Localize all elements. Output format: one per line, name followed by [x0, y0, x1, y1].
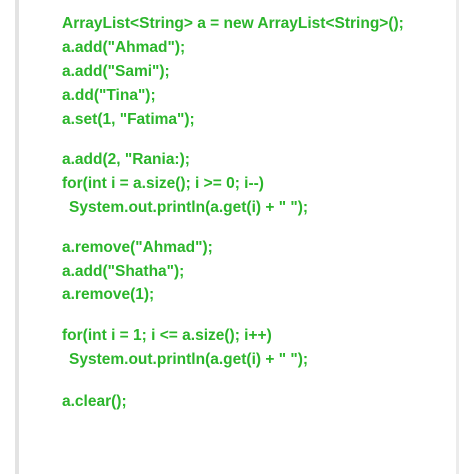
- code-line: a.clear();: [62, 393, 127, 410]
- right-margin-rule: [456, 0, 459, 474]
- code-line: a.add("Sami");: [62, 63, 170, 80]
- code-line: for(int i = a.size(); i >= 0; i--): [62, 175, 264, 192]
- code-line: a.dd("Tina");: [62, 87, 156, 104]
- code-line: a.remove(1);: [62, 286, 155, 303]
- code-line: System.out.println(a.get(i) + " ");: [69, 199, 309, 216]
- code-line: ArrayList<String> a = new ArrayList<Stri…: [62, 15, 404, 32]
- code-line: a.add("Shatha");: [62, 263, 185, 280]
- code-line: a.set(1, "Fatima");: [62, 111, 195, 128]
- left-margin-rule: [15, 0, 19, 474]
- code-line: a.add(2, "Rania:);: [62, 151, 190, 168]
- code-line: System.out.println(a.get(i) + " ");: [69, 351, 309, 368]
- code-line: a.remove("Ahmad");: [62, 239, 213, 256]
- code-line: for(int i = 1; i <= a.size(); i++): [62, 327, 272, 344]
- code-line: a.add("Ahmad");: [62, 39, 186, 56]
